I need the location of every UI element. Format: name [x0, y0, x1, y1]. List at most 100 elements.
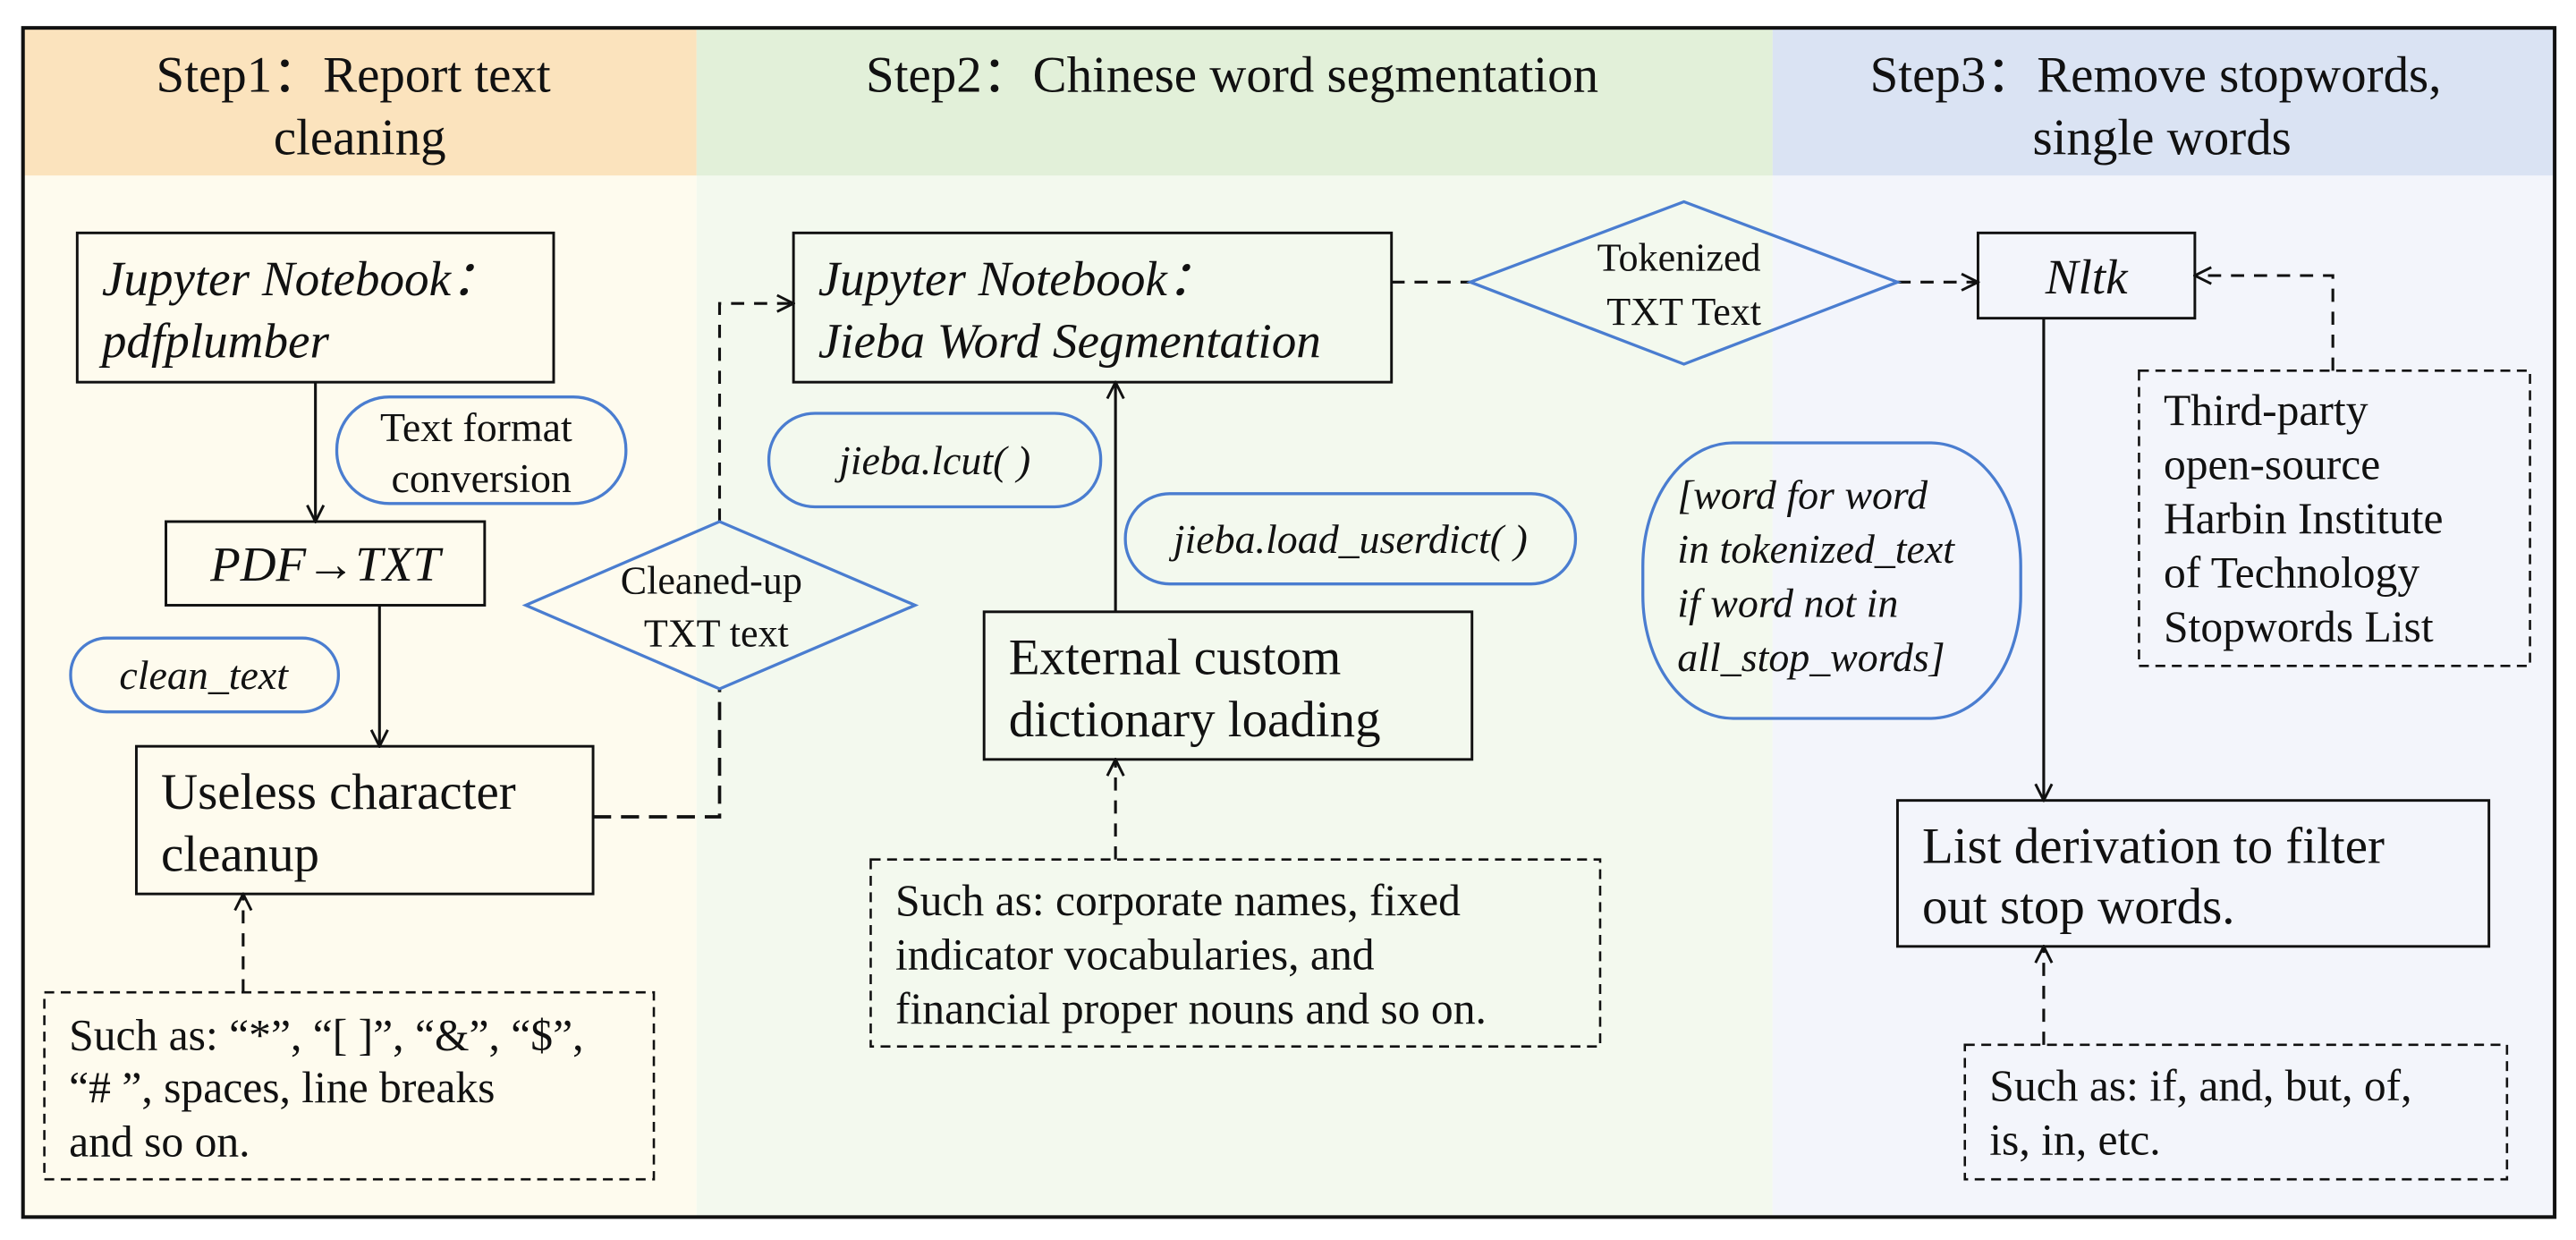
node-jieba-load-userdict: jieba.load_userdict( ): [1123, 492, 1578, 586]
node-list-derivation: List derivation to filter out stop words…: [1895, 799, 2491, 948]
step2-title-line: Step2：Chinese word segmentation: [866, 47, 1598, 104]
node-dict-examples-label: Such as: corporate names, fixed indicato…: [895, 876, 1487, 1033]
label-line: of Technology: [2164, 548, 2419, 597]
node-dict-examples: Such as: corporate names, fixed indicato…: [869, 858, 1602, 1048]
node-pdf-to-txt: PDF→TXT: [165, 520, 487, 607]
label-line: Tokenized: [1597, 236, 1761, 280]
node-jieba-label: Jupyter Notebook： Jieba Word Segmentatio…: [818, 251, 1321, 369]
node-pdf-to-txt-box: [165, 520, 487, 607]
node-clean-text-label: clean_text: [119, 652, 289, 698]
node-jieba-lcut-oval: [767, 412, 1103, 509]
label-line: jieba.load_userdict( ): [1169, 516, 1528, 562]
label-line: Text format: [380, 404, 572, 450]
node-stop-examples-box: [1963, 1043, 2509, 1181]
label-line: [word for word: [1677, 471, 1928, 517]
node-useless-examples-label: Such as: “*”, “[ ]”, “&”, “$”, “# ”, spa…: [69, 1010, 595, 1166]
step1-title: Step1：Report text cleaning: [157, 47, 564, 166]
node-jieba-box: [792, 231, 1394, 384]
node-text-format-conversion-label: Text format conversion: [380, 404, 582, 501]
node-tokenized-diamond: [1466, 200, 1902, 366]
label-line: open-source: [2164, 439, 2380, 488]
node-useless-cleanup-label: Useless character cleanup: [161, 764, 529, 883]
label-line: TXT Text: [1606, 290, 1761, 334]
label-line: Nltk: [2045, 250, 2129, 304]
node-clean-text-oval: [69, 636, 341, 714]
edge-cleanup-to-cleaned-txt: [593, 689, 722, 819]
node-pdfplumber-box: [75, 231, 555, 384]
node-dict-examples-box: [869, 858, 1602, 1048]
node-list-derivation-box: [1895, 799, 2491, 948]
label-line: Cleaned-up: [621, 559, 802, 603]
node-useless-examples: Such as: “*”, “[ ]”, “&”, “$”, “# ”, spa…: [43, 990, 656, 1181]
node-stopwords-list-label: Third-party open-source Harbin Institute…: [2164, 386, 2454, 651]
node-nltk-label: Nltk: [2045, 250, 2129, 304]
node-cleaned-txt-label: Cleaned-up TXT text: [621, 559, 812, 656]
label-line: jieba.lcut( ): [835, 437, 1030, 483]
node-list-comprehension-label: [word for word in tokenized_text if word…: [1677, 471, 1964, 679]
node-text-format-conversion-oval: [335, 395, 628, 505]
node-tokenized: Tokenized TXT Text: [1466, 200, 1902, 366]
label-line: TXT text: [644, 611, 789, 655]
node-pdfplumber-label: Jupyter Notebook： pdfplumber: [98, 251, 513, 369]
label-line: Useless character: [161, 764, 516, 820]
label-line: and so on.: [69, 1117, 250, 1167]
step2-header-bg: [696, 28, 1773, 176]
label-line: External custom: [1009, 630, 1342, 686]
label-line: all_stop_words]: [1677, 634, 1945, 680]
node-stop-examples-label: Such as: if, and, but, of, is, in, etc.: [1989, 1061, 2423, 1164]
node-stop-examples: Such as: if, and, but, of, is, in, etc.: [1963, 1043, 2509, 1181]
label-line: if word not in: [1677, 580, 1898, 625]
node-cleaned-txt-diamond: [521, 520, 919, 691]
node-tokenized-label: Tokenized TXT Text: [1597, 236, 1771, 334]
node-stopwords-list-box: [2138, 369, 2531, 667]
node-jieba-lcut-label: jieba.lcut( ): [835, 437, 1030, 483]
label-line: Jieba Word Segmentation: [818, 314, 1321, 369]
node-nltk: Nltk: [1976, 231, 2197, 320]
node-stopwords-list: Third-party open-source Harbin Institute…: [2138, 369, 2531, 667]
label-line: dictionary loading: [1009, 692, 1381, 748]
node-cleaned-txt: Cleaned-up TXT text: [521, 520, 919, 691]
label-line: is, in, etc.: [1989, 1116, 2160, 1165]
node-useless-cleanup-box: [134, 744, 595, 896]
node-pdfplumber: Jupyter Notebook： pdfplumber: [75, 231, 555, 384]
node-external-dict-label: External custom dictionary loading: [1009, 630, 1381, 749]
label-line: indicator vocabularies, and: [895, 930, 1375, 980]
label-line: Jupyter Notebook：: [818, 251, 1216, 306]
label-line: PDF→TXT: [209, 537, 444, 591]
node-list-comprehension: [word for word in tokenized_text if word…: [1641, 441, 2022, 720]
step3-title-line: single words: [2032, 109, 2291, 166]
label-line: Such as: “*”, “[ ]”, “&”, “$”,: [69, 1010, 583, 1059]
step3-body-bg: [1772, 28, 2555, 1218]
step1-title-line: Step1：Report text: [157, 47, 551, 104]
label-line: Jupyter Notebook：: [102, 251, 500, 306]
node-nltk-box: [1976, 231, 2197, 320]
label-line: Harbin Institute: [2164, 494, 2444, 543]
step3-title-line: Step3：Remove stopwords,: [1870, 47, 2442, 104]
label-line: “# ”, spaces, line breaks: [69, 1063, 495, 1112]
node-jieba-load-userdict-label: jieba.load_userdict( ): [1169, 516, 1528, 562]
node-clean-text: clean_text: [69, 636, 341, 714]
node-jieba-load-userdict-oval: [1123, 492, 1578, 586]
outer-frame: [21, 26, 2557, 1219]
node-list-comprehension-oval: [1641, 441, 2022, 720]
node-jieba-lcut: jieba.lcut( ): [767, 412, 1103, 509]
label-line: Third-party: [2164, 386, 2368, 435]
step2-body-bg: [696, 28, 1773, 1218]
label-line: out stop words.: [1922, 879, 2234, 935]
label-line: pdfplumber: [98, 314, 330, 369]
node-external-dict-box: [982, 610, 1474, 761]
step3-header-bg: [1772, 28, 2555, 176]
edge-stopwords-list-to-nltk: [2195, 276, 2334, 371]
node-external-dict: External custom dictionary loading: [982, 610, 1474, 761]
node-pdf-to-txt-label: PDF→TXT: [209, 537, 444, 591]
node-jieba: Jupyter Notebook： Jieba Word Segmentatio…: [792, 231, 1394, 384]
step1-header-bg: [22, 28, 697, 176]
label-line: cleanup: [161, 827, 319, 883]
label-line: Such as: corporate names, fixed: [895, 876, 1461, 925]
node-useless-examples-box: [43, 990, 656, 1181]
node-text-format-conversion: Text format conversion: [335, 395, 628, 505]
step2-title: Step2：Chinese word segmentation: [866, 47, 1598, 104]
label-line: Such as: if, and, but, of,: [1989, 1061, 2411, 1110]
node-useless-cleanup: Useless character cleanup: [134, 744, 595, 896]
